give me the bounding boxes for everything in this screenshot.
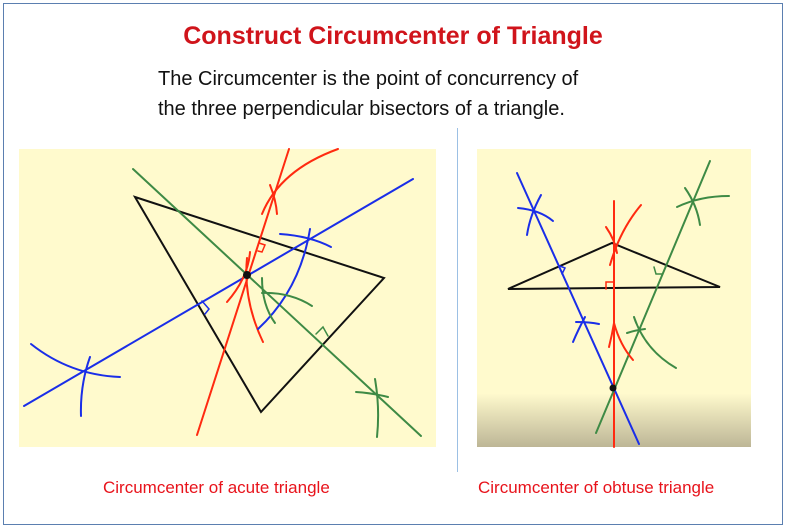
obtuse-triangle-panel — [477, 149, 751, 448]
definition-line-2: the three perpendicular bisectors of a t… — [158, 98, 565, 120]
blue-bisector — [23, 178, 414, 407]
circumcenter-point — [609, 384, 617, 392]
page-title: Construct Circumcenter of Triangle — [183, 22, 603, 50]
green-arc — [261, 277, 276, 324]
acute-caption: Circumcenter of acute triangle — [103, 478, 330, 497]
green-bisector — [132, 168, 422, 437]
panel-divider — [457, 128, 458, 472]
acute-triangle-panel — [19, 148, 436, 447]
blue-bisector — [516, 172, 640, 445]
red-arc — [261, 148, 339, 215]
figure-frame — [3, 3, 783, 525]
definition-line-1: The Circumcenter is the point of concurr… — [158, 68, 579, 90]
definition-text: The Circumcenter is the point of concurr… — [158, 64, 578, 124]
obtuse-caption: Circumcenter of obtuse triangle — [478, 478, 715, 497]
circumcenter-point — [243, 271, 251, 279]
